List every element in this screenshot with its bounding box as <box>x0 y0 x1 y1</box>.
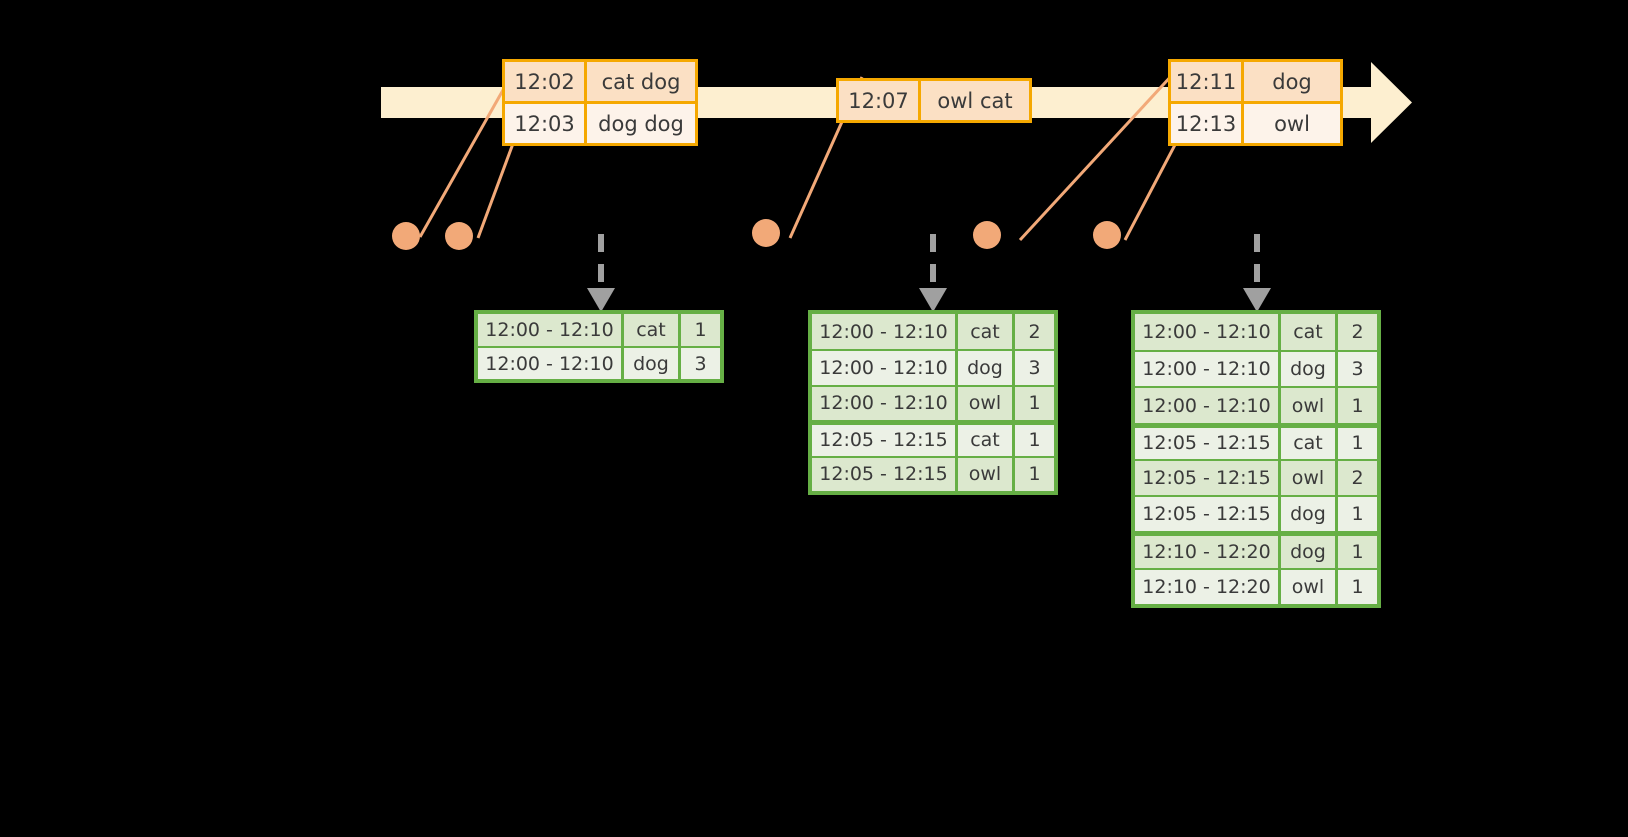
count-cell: 3 <box>1351 358 1364 381</box>
window-cell: 12:00 - 12:10 <box>1135 314 1281 351</box>
key-cell: dog <box>1281 497 1338 532</box>
table-row[interactable]: 12:00 - 12:10 cat 2 <box>1135 314 1377 351</box>
window-cell: 12:00 - 12:10 <box>1135 352 1281 387</box>
window-cell: 12:00 - 12:10 <box>478 314 624 347</box>
count-cell: 2 <box>1351 321 1364 344</box>
event-time: 12:13 <box>1171 104 1244 143</box>
timeline-marker-1 <box>392 222 420 250</box>
count-cell: 2 <box>1028 320 1041 343</box>
window-cell: 12:10 - 12:20 <box>1135 569 1281 605</box>
count-cell: 1 <box>694 319 707 342</box>
count-cell: 1 <box>1028 429 1041 452</box>
count-cell: 3 <box>694 352 707 375</box>
window-cell: 12:05 - 12:15 <box>812 457 958 491</box>
key-cell: cat <box>958 314 1015 350</box>
window-cell: 12:10 - 12:20 <box>1135 536 1281 568</box>
table-row[interactable]: 12:10 - 12:20 dog 1 <box>1135 531 1377 568</box>
result-arrowheads <box>587 288 1271 312</box>
window-cell: 12:00 - 12:10 <box>812 314 958 350</box>
timeline-marker-2 <box>445 222 473 250</box>
key-cell: dog <box>1281 536 1338 568</box>
key-cell: dog <box>958 351 1015 385</box>
window-cell: 12:05 - 12:15 <box>812 425 958 456</box>
key-cell: cat <box>1281 427 1338 459</box>
key-cell: cat <box>1281 314 1338 351</box>
event-row[interactable]: 12:07 owl cat <box>839 81 1029 120</box>
timeline-markers <box>392 219 1121 250</box>
window-cell: 12:05 - 12:15 <box>1135 427 1281 459</box>
table-row[interactable]: 12:10 - 12:20 owl 1 <box>1135 567 1377 605</box>
table-row[interactable]: 12:00 - 12:10 cat 2 <box>812 314 1054 350</box>
event-row[interactable]: 12:03 dog dog <box>505 101 695 143</box>
table-row[interactable]: 12:00 - 12:10 cat 1 <box>478 314 720 347</box>
result-table-1[interactable]: 12:00 - 12:10 cat 1 12:00 - 12:10 dog 3 <box>474 310 724 383</box>
count-cell: 3 <box>1028 356 1041 379</box>
key-cell: owl <box>1281 388 1338 423</box>
event-row[interactable]: 12:11 dog <box>1171 62 1340 101</box>
count-cell: 1 <box>1028 392 1041 415</box>
event-time: 12:11 <box>1171 62 1244 101</box>
event-time: 12:02 <box>505 62 587 101</box>
count-cell: 1 <box>1351 541 1364 564</box>
key-cell: owl <box>958 386 1015 421</box>
result-table-3[interactable]: 12:00 - 12:10 cat 2 12:00 - 12:10 dog 3 … <box>1131 310 1381 608</box>
table-row[interactable]: 12:05 - 12:15 cat 1 <box>1135 422 1377 459</box>
key-cell: cat <box>958 425 1015 456</box>
key-cell: dog <box>624 348 681 379</box>
event-time: 12:07 <box>839 81 921 120</box>
event-words: dog <box>1272 69 1312 94</box>
window-cell: 12:00 - 12:10 <box>812 386 958 421</box>
count-cell: 1 <box>1028 463 1041 486</box>
window-cell: 12:05 - 12:15 <box>1135 460 1281 496</box>
event-group-1[interactable]: 12:02 cat dog 12:03 dog dog <box>502 59 698 146</box>
table-row[interactable]: 12:05 - 12:15 dog 1 <box>1135 495 1377 532</box>
connector-line-4 <box>1018 58 1188 242</box>
result-dashed-arrows <box>598 234 1260 292</box>
table-row[interactable]: 12:00 - 12:10 dog 3 <box>478 346 720 379</box>
table-row[interactable]: 12:05 - 12:15 owl 2 <box>1135 458 1377 496</box>
count-cell: 1 <box>1351 432 1364 455</box>
timeline-marker-3 <box>752 219 780 247</box>
table-row[interactable]: 12:00 - 12:10 dog 3 <box>812 349 1054 385</box>
table-row[interactable]: 12:00 - 12:10 dog 3 <box>1135 350 1377 387</box>
key-cell: cat <box>624 314 681 347</box>
table-row[interactable]: 12:00 - 12:10 owl 1 <box>812 384 1054 421</box>
window-cell: 12:00 - 12:10 <box>812 351 958 385</box>
result-arrowhead-1 <box>587 288 615 312</box>
count-cell: 1 <box>1351 575 1364 598</box>
event-row[interactable]: 12:02 cat dog <box>505 62 695 101</box>
event-group-2[interactable]: 12:07 owl cat <box>836 78 1032 123</box>
table-row[interactable]: 12:05 - 12:15 owl 1 <box>812 455 1054 491</box>
key-cell: owl <box>958 457 1015 491</box>
result-arrowhead-3 <box>1243 288 1271 312</box>
window-cell: 12:00 - 12:10 <box>478 348 624 379</box>
timeline-marker-5 <box>1093 221 1121 249</box>
event-group-3[interactable]: 12:11 dog 12:13 owl <box>1168 59 1343 146</box>
result-arrowhead-2 <box>919 288 947 312</box>
count-cell: 2 <box>1351 467 1364 490</box>
key-cell: owl <box>1281 569 1338 605</box>
result-table-2[interactable]: 12:00 - 12:10 cat 2 12:00 - 12:10 dog 3 … <box>808 310 1058 495</box>
event-words: owl cat <box>937 88 1013 113</box>
event-words: owl <box>1274 111 1310 136</box>
count-cell: 1 <box>1351 394 1364 417</box>
event-time: 12:03 <box>505 104 587 143</box>
key-cell: owl <box>1281 460 1338 496</box>
table-row[interactable]: 12:00 - 12:10 owl 1 <box>1135 386 1377 423</box>
table-row[interactable]: 12:05 - 12:15 cat 1 <box>812 420 1054 456</box>
key-cell: dog <box>1281 352 1338 387</box>
event-words: dog dog <box>598 111 684 136</box>
window-cell: 12:05 - 12:15 <box>1135 497 1281 532</box>
count-cell: 1 <box>1351 503 1364 526</box>
window-cell: 12:00 - 12:10 <box>1135 388 1281 423</box>
event-words: cat dog <box>601 69 681 94</box>
event-row[interactable]: 12:13 owl <box>1171 101 1340 143</box>
timeline-marker-4 <box>973 221 1001 249</box>
